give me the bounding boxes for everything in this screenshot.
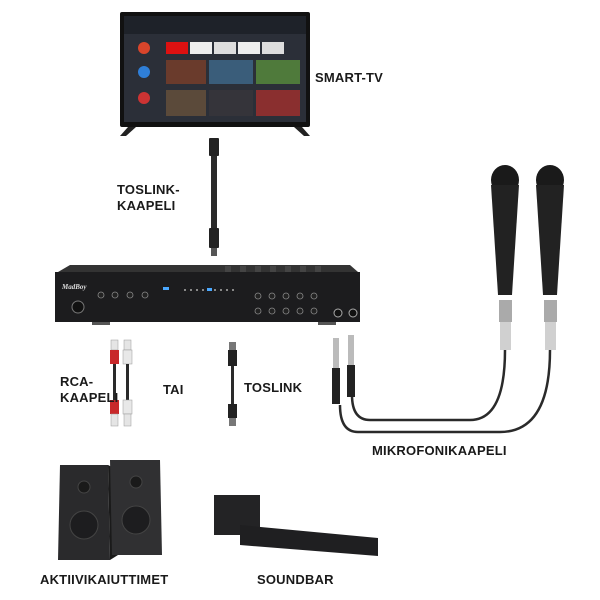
amplifier-illustration: MadBoy xyxy=(55,265,360,325)
rca-cable-illustration xyxy=(110,339,133,427)
active-speakers-label: AKTIIVIKAIUTTIMET xyxy=(40,572,169,587)
jack-plugs-illustration xyxy=(332,335,355,404)
toslink-cable-illustration xyxy=(209,138,219,256)
rca-cable-label-line1: RCA- xyxy=(60,374,94,389)
soundbar-illustration xyxy=(214,495,378,556)
microphone-cables-illustration xyxy=(338,349,552,434)
active-speakers-illustration xyxy=(58,460,162,560)
toslink-cable-2-illustration xyxy=(228,342,237,426)
smart-tv-label: SMART-TV xyxy=(315,70,384,85)
amplifier-brand-logo: MadBoy xyxy=(61,283,87,291)
microphones-illustration xyxy=(491,165,564,350)
or-label: TAI xyxy=(163,382,184,397)
smart-tv-illustration xyxy=(120,12,310,136)
toslink-label: TOSLINK xyxy=(244,380,303,395)
microphone-cable-label: MIKROFONIKAAPELI xyxy=(372,443,507,458)
toslink-cable-label-line1: TOSLINK- xyxy=(117,182,180,197)
soundbar-label: SOUNDBAR xyxy=(257,572,334,587)
rca-cable-label-line2: KAAPELI xyxy=(60,390,119,405)
toslink-cable-label-line2: KAAPELI xyxy=(117,198,176,213)
